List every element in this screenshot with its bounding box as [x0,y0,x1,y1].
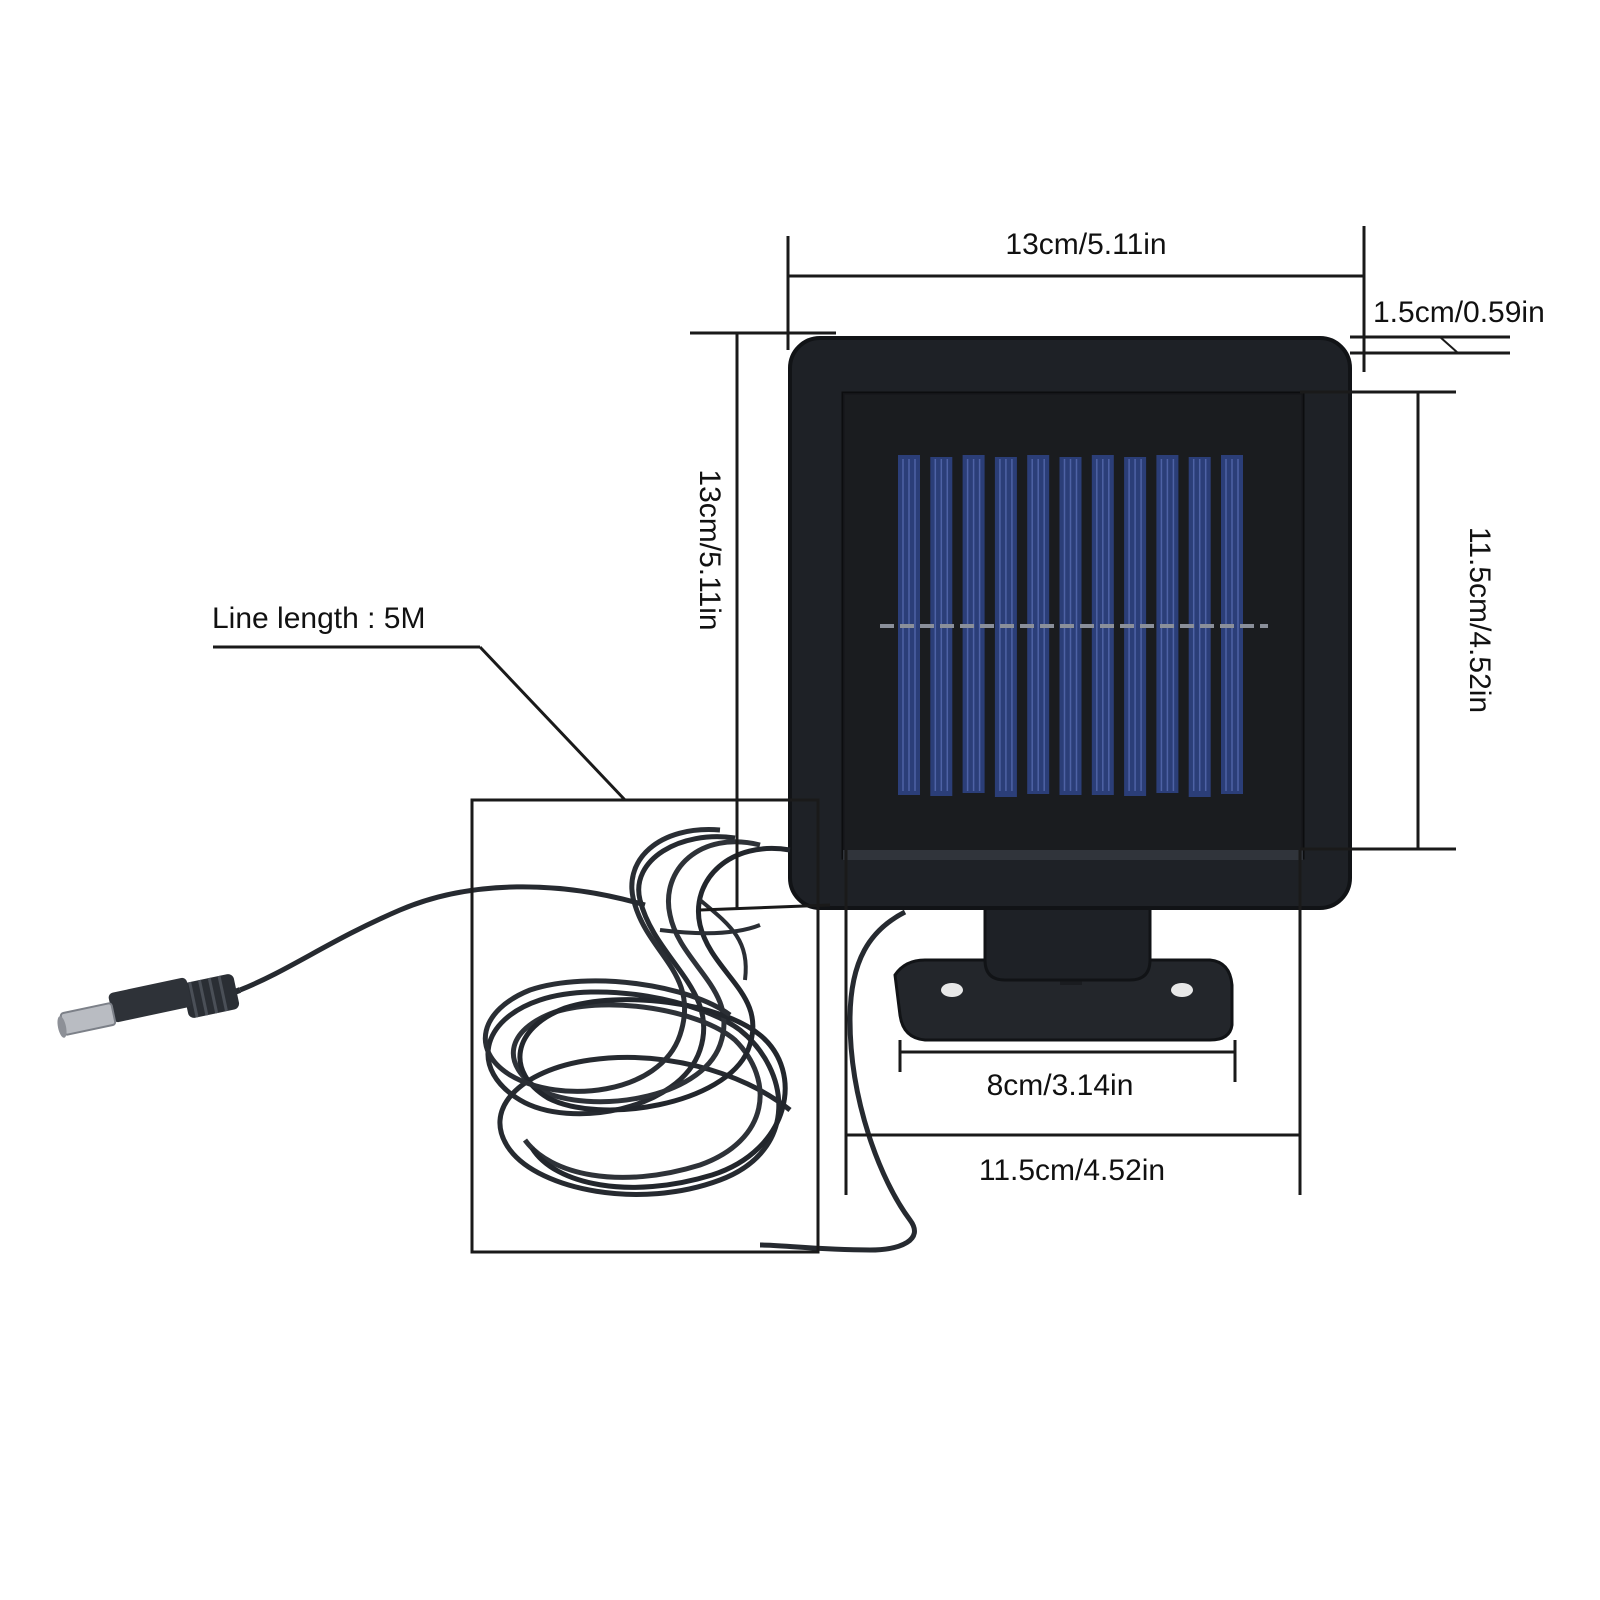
left-height-dimension: 13cm/5.11in [690,331,836,908]
housing-bottom-lip [843,850,1303,860]
panel-height-label: 11.5cm/4.52in [1463,527,1496,713]
base-width-label: 8cm/3.14in [987,1069,1134,1102]
cable-callout-box [470,798,820,1254]
top-width-dimension: 13cm/5.11in [786,226,1366,372]
panel-width-label: 11.5cm/4.52in [979,1154,1165,1187]
base-screw-hole-right [1171,983,1193,997]
cable-coil [239,827,792,1197]
cable-exit [759,909,917,1253]
left-height-label: 13cm/5.11in [693,469,726,630]
mounting-base [893,958,1234,1042]
base-screw-hole-left [941,983,963,997]
dc-connector-plug [57,974,242,1038]
thickness-dimension: 1.5cm/0.59in [1350,296,1545,355]
thickness-label: 1.5cm/0.59in [1373,296,1545,329]
solar-panel-unit [759,336,1352,1253]
base-width-dimension: 8cm/3.14in [898,1040,1237,1102]
panel-width-dimension: 11.5cm/4.52in [844,850,1302,1195]
panel-height-dimension: 11.5cm/4.52in [1300,390,1496,851]
cable-length-label: Line length : 5M [212,602,425,635]
cable-length-callout: Line length : 5M [212,602,820,1254]
height-guide-overlap [699,903,831,912]
top-width-label: 13cm/5.11in [1005,228,1166,261]
